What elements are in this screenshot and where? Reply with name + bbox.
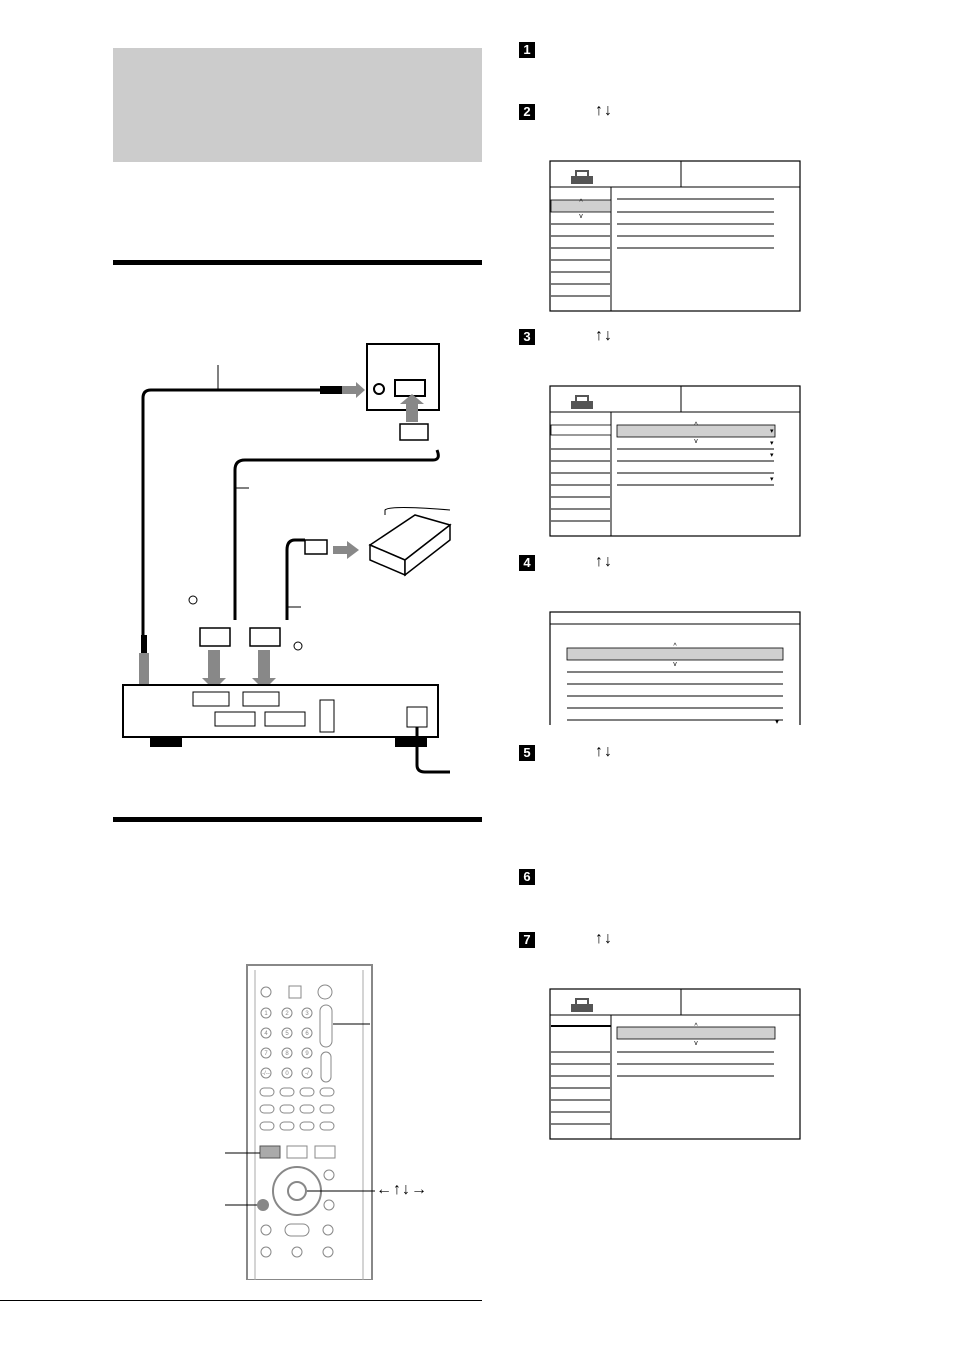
step-3-arrows: ↑↓ — [595, 327, 613, 344]
section-rule-2 — [113, 817, 482, 822]
setup-menu-screen-3: ^ v — [549, 988, 801, 1140]
svg-text:▾: ▾ — [775, 717, 779, 725]
remote-key-4[interactable]: 4 — [264, 1031, 268, 1037]
remote-key-dash[interactable]: -/-- — [262, 1071, 270, 1077]
step-4-arrows: ↑↓ — [595, 553, 613, 570]
section-rule-1 — [113, 260, 482, 265]
decoder-icon — [368, 514, 452, 577]
remote-key-1[interactable]: 1 — [264, 1011, 268, 1017]
remote-arrow-keys-label: ←↑↓→ — [376, 1181, 428, 1198]
setup-toolbox-icon — [571, 395, 593, 409]
connection-diagram — [122, 343, 452, 774]
remote-return-button[interactable] — [257, 1199, 269, 1211]
scart-plug-icon — [399, 423, 429, 441]
svg-text:^: ^ — [579, 199, 583, 206]
antenna-plug-icon — [320, 386, 342, 394]
step-5-arrows: ↑↓ — [595, 743, 613, 760]
step-1-marker: 1 — [519, 42, 535, 58]
remote-key-enter[interactable]: -/ — [305, 1071, 309, 1077]
remote-key-2[interactable]: 2 — [285, 1011, 289, 1017]
svg-text:v: v — [694, 438, 698, 445]
recorder-rear-panel-icon — [122, 684, 439, 747]
setup-list-screen: ^ v ▾ — [549, 611, 801, 725]
remote-key-5[interactable]: 5 — [285, 1031, 289, 1037]
setup-toolbox-icon — [571, 998, 593, 1012]
svg-text:v: v — [673, 661, 677, 668]
step-7-marker: 7 — [519, 932, 535, 948]
step-5-marker: 5 — [519, 745, 535, 761]
remote-key-9[interactable]: 9 — [305, 1051, 309, 1057]
remote-enter-button[interactable] — [287, 1181, 307, 1201]
step-2-marker: 2 — [519, 104, 535, 120]
remote-key-8[interactable]: 8 — [285, 1051, 289, 1057]
remote-key-6[interactable]: 6 — [305, 1031, 309, 1037]
setup-menu-screen-1: ^ v — [549, 160, 801, 312]
remote-key-0[interactable]: 0 — [285, 1071, 289, 1077]
step-4-marker: 4 — [519, 555, 535, 571]
step-6-marker: 6 — [519, 869, 535, 885]
svg-text:^: ^ — [694, 422, 698, 429]
svg-text:▾: ▾ — [770, 452, 774, 459]
svg-text:v: v — [579, 213, 583, 220]
step-3-marker: 3 — [519, 329, 535, 345]
svg-text:v: v — [694, 1040, 698, 1047]
page-footer-rule — [0, 1300, 482, 1301]
remote-system-menu-button[interactable] — [259, 1145, 281, 1159]
setup-toolbox-icon — [571, 170, 593, 184]
svg-text:^: ^ — [673, 643, 677, 650]
setup-menu-screen-2: ^ v ▾ ▾ ▾ ▾ — [549, 385, 801, 537]
remote-key-7[interactable]: 7 — [264, 1051, 268, 1057]
tv-icon — [366, 343, 440, 411]
svg-text:▾: ▾ — [770, 476, 774, 483]
remote-control-icon: 1 2 3 4 5 6 7 8 9 -/-- 0 -/ — [225, 964, 375, 1280]
title-banner — [113, 48, 482, 162]
svg-text:▾: ▾ — [770, 428, 774, 435]
step-2-arrows: ↑↓ — [595, 102, 613, 119]
svg-text:▾: ▾ — [770, 440, 774, 447]
svg-text:^: ^ — [694, 1023, 698, 1030]
remote-key-3[interactable]: 3 — [305, 1011, 309, 1017]
step-7-arrows: ↑↓ — [595, 930, 613, 947]
